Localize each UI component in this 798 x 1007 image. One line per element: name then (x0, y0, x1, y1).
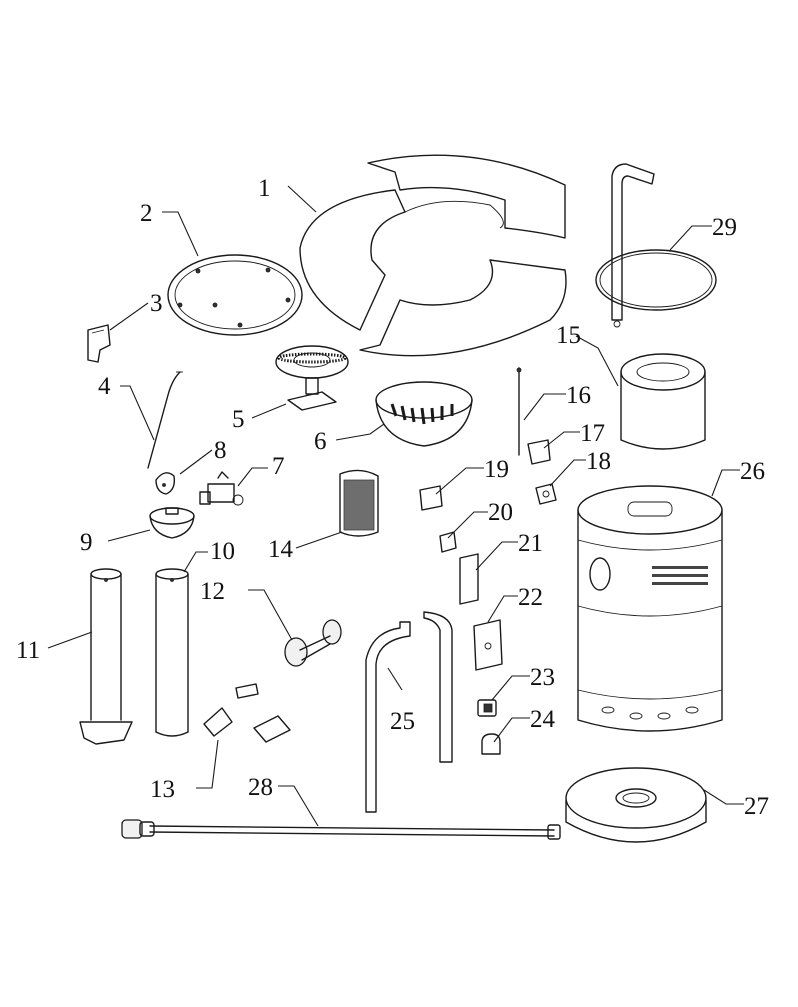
label-part-2: 2 (140, 200, 153, 227)
label-part-26: 26 (740, 458, 765, 485)
label-part-13: 13 (150, 776, 175, 803)
label-part-15: 15 (556, 322, 581, 349)
part-5-burner-head (275, 345, 349, 411)
label-part-6: 6 (314, 428, 327, 455)
part-18-latch (535, 483, 557, 505)
part-17-angle-bracket (527, 439, 551, 465)
part-26-main-housing (577, 485, 723, 732)
label-part-1: 1 (258, 175, 271, 202)
label-part-20: 20 (488, 499, 513, 526)
label-part-10: 10 (210, 538, 235, 565)
part-20-switch (439, 531, 457, 553)
part-11-post-with-base (79, 568, 133, 745)
label-part-4: 4 (98, 373, 111, 400)
part-10-post-tube (155, 568, 189, 737)
part-24-cap (481, 733, 501, 755)
label-part-27: 27 (744, 793, 769, 820)
part-16-ignitor-wire (516, 367, 522, 456)
label-part-18: 18 (586, 448, 611, 475)
label-part-21: 21 (518, 530, 543, 557)
label-part-7: 7 (272, 453, 285, 480)
part-1-reflector (299, 154, 567, 357)
label-part-29: 29 (712, 214, 737, 241)
label-part-23: 23 (530, 664, 555, 691)
part-27-base-dome (565, 767, 707, 843)
part-4-thermocouple (147, 371, 183, 469)
label-part-24: 24 (530, 706, 556, 733)
part-25-u-frame (365, 611, 453, 813)
label-part-12: 12 (200, 578, 225, 605)
part-6-burner-bowl (375, 381, 473, 447)
label-part-28: 28 (248, 774, 273, 801)
label-part-9: 9 (80, 529, 93, 556)
part-22-control-panel (473, 619, 503, 671)
label-part-11: 11 (16, 637, 40, 664)
label-part-16: 16 (566, 382, 591, 409)
label-part-22: 22 (518, 584, 543, 611)
part-2-round-plate (167, 254, 303, 336)
label-part-25: 25 (390, 708, 415, 735)
part-15-upper-canister (620, 353, 706, 450)
label-part-8: 8 (214, 437, 227, 464)
part-12-wheel-axle (284, 619, 342, 667)
part-14-perforated-screen (339, 469, 379, 537)
label-part-5: 5 (232, 406, 245, 433)
part-21-mounting-plate (459, 553, 479, 605)
part-7-gas-valve (199, 471, 244, 506)
part-3-bracket (87, 324, 111, 363)
part-13-clips (203, 683, 291, 743)
label-part-19: 19 (484, 456, 509, 483)
label-part-17: 17 (580, 420, 605, 447)
callout-labels: 1 2 3 4 5 6 7 8 9 10 11 12 13 14 15 16 1… (16, 175, 769, 820)
label-part-14: 14 (268, 536, 294, 563)
part-29-hook-stand (595, 163, 717, 328)
part-28-gas-hose (121, 819, 561, 840)
label-part-3: 3 (150, 290, 163, 317)
part-23-knob (477, 699, 497, 717)
part-8-ignitor-knob (155, 472, 176, 495)
part-9-burner-cup (149, 507, 195, 539)
leader-lines (47, 185, 744, 827)
part-19-bracket (419, 485, 443, 511)
